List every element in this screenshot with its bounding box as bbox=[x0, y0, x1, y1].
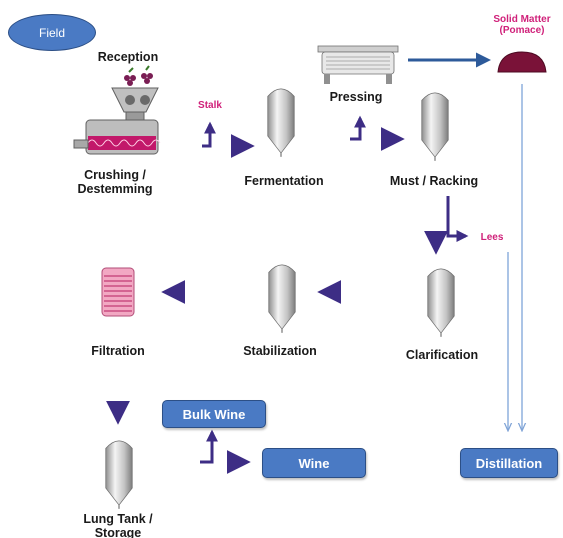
must-racking-label: Must / Racking bbox=[389, 174, 479, 188]
wine-box: Wine bbox=[262, 448, 366, 478]
pressing-label: Pressing bbox=[329, 90, 383, 104]
arrow-bulk-wine bbox=[200, 429, 218, 464]
lung-tank-label-line2: Storage bbox=[94, 526, 142, 538]
crushing-label-line1: Crushing / bbox=[84, 168, 146, 182]
storage-tank bbox=[105, 440, 133, 510]
filtration-label: Filtration bbox=[91, 344, 145, 358]
reception-label: Reception bbox=[97, 50, 159, 64]
crushing-label: Crushing / Destemming bbox=[70, 168, 160, 196]
fermentation-tank bbox=[267, 88, 295, 158]
lung-tank-label-line1: Lung Tank / bbox=[83, 512, 153, 526]
press-illustration bbox=[317, 45, 399, 84]
solid-matter-label: Solid Matter (Pomace) bbox=[482, 14, 562, 36]
field-node: Field bbox=[8, 14, 96, 51]
pomace-pile bbox=[497, 51, 547, 73]
bulk-wine-box: Bulk Wine bbox=[162, 400, 266, 428]
stabilization-label: Stabilization bbox=[243, 344, 317, 358]
lung-tank-label: Lung Tank / Storage bbox=[72, 512, 164, 538]
crusher-illustration bbox=[73, 65, 161, 155]
filter-illustration bbox=[101, 267, 135, 317]
lees-label: Lees bbox=[480, 232, 504, 243]
solid-matter-label-line1: Solid Matter bbox=[493, 14, 551, 25]
arrow-stalk bbox=[202, 121, 216, 148]
solid-matter-label-line2: (Pomace) bbox=[499, 25, 545, 36]
arrow-lees bbox=[446, 196, 469, 242]
stalk-label: Stalk bbox=[198, 100, 222, 111]
distillation-box: Distillation bbox=[460, 448, 558, 478]
arrow-press-offshoot bbox=[350, 115, 366, 141]
clarification-tank bbox=[427, 268, 455, 338]
fermentation-label: Fermentation bbox=[244, 174, 324, 188]
crushing-label-line2: Destemming bbox=[77, 182, 153, 196]
clarification-label: Clarification bbox=[405, 348, 479, 362]
racking-tank bbox=[421, 92, 449, 162]
stabilization-tank bbox=[268, 264, 296, 334]
